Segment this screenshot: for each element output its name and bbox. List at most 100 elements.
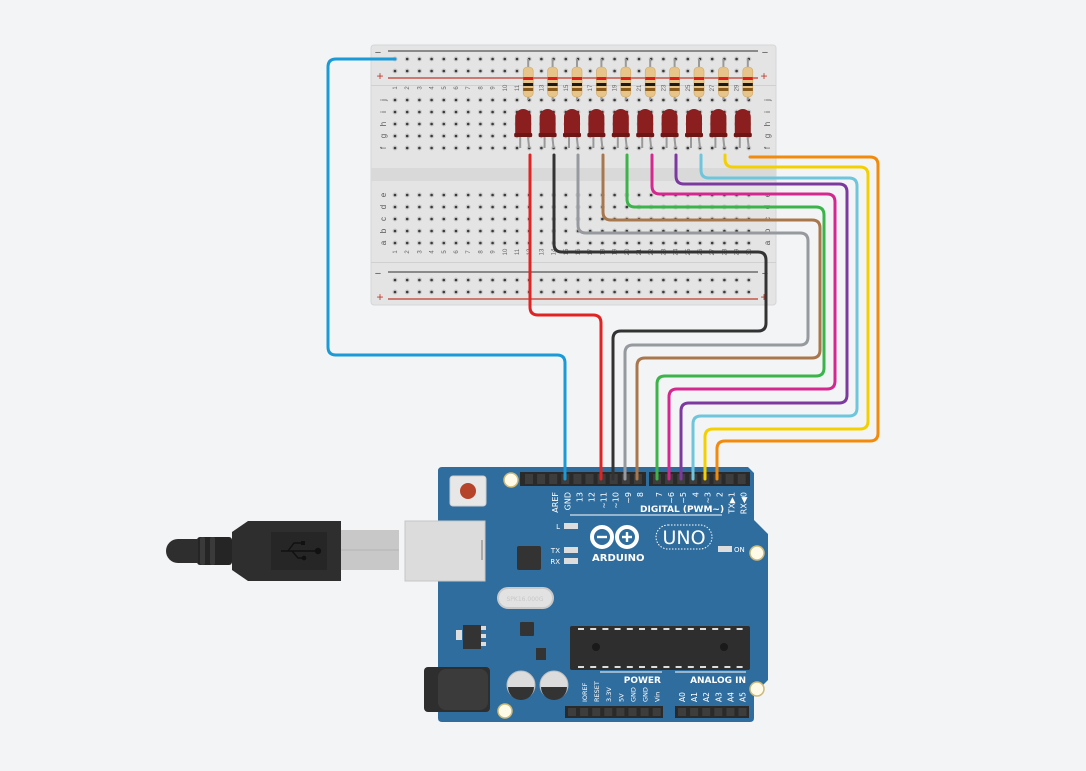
breadboard-hole[interactable] [453, 68, 459, 74]
breadboard-hole[interactable] [404, 192, 410, 198]
breadboard-hole[interactable] [514, 192, 520, 198]
breadboard-hole[interactable] [551, 289, 557, 295]
breadboard-hole[interactable] [563, 228, 569, 234]
breadboard-hole[interactable] [465, 289, 471, 295]
breadboard-hole[interactable] [721, 289, 727, 295]
breadboard-hole[interactable] [502, 109, 508, 115]
breadboard-hole[interactable] [612, 240, 618, 246]
breadboard-hole[interactable] [465, 97, 471, 103]
breadboard-hole[interactable] [660, 277, 666, 283]
breadboard-hole[interactable] [416, 145, 422, 151]
breadboard-hole[interactable] [575, 289, 581, 295]
breadboard-hole[interactable] [490, 109, 496, 115]
breadboard-hole[interactable] [538, 240, 544, 246]
breadboard-hole[interactable] [465, 228, 471, 234]
breadboard-hole[interactable] [416, 216, 422, 222]
breadboard-hole[interactable] [404, 145, 410, 151]
breadboard-hole[interactable] [514, 240, 520, 246]
breadboard-hole[interactable] [392, 68, 398, 74]
breadboard-hole[interactable] [685, 289, 691, 295]
breadboard-hole[interactable] [404, 289, 410, 295]
breadboard-hole[interactable] [441, 97, 447, 103]
breadboard-hole[interactable] [490, 228, 496, 234]
breadboard-hole[interactable] [660, 240, 666, 246]
breadboard-hole[interactable] [490, 289, 496, 295]
breadboard-hole[interactable] [429, 97, 435, 103]
breadboard-hole[interactable] [416, 192, 422, 198]
breadboard-hole[interactable] [636, 145, 642, 151]
breadboard-hole[interactable] [477, 109, 483, 115]
breadboard-hole[interactable] [648, 240, 654, 246]
resistor[interactable] [718, 66, 729, 98]
breadboard-hole[interactable] [441, 56, 447, 62]
breadboard-hole[interactable] [392, 145, 398, 151]
pin6-wire[interactable] [650, 153, 837, 481]
breadboard-hole[interactable] [538, 68, 544, 74]
breadboard-hole[interactable] [502, 68, 508, 74]
breadboard-hole[interactable] [599, 240, 605, 246]
breadboard-hole[interactable] [441, 216, 447, 222]
breadboard-hole[interactable] [453, 192, 459, 198]
breadboard-hole[interactable] [709, 68, 715, 74]
breadboard-hole[interactable] [465, 56, 471, 62]
breadboard-hole[interactable] [734, 277, 740, 283]
breadboard-hole[interactable] [453, 121, 459, 127]
pin10-wire[interactable] [552, 153, 768, 481]
led[interactable] [636, 109, 655, 137]
breadboard-hole[interactable] [624, 240, 630, 246]
breadboard-hole[interactable] [587, 204, 593, 210]
breadboard-hole[interactable] [636, 192, 642, 198]
breadboard-hole[interactable] [538, 228, 544, 234]
breadboard-hole[interactable] [746, 240, 752, 246]
breadboard-hole[interactable] [416, 240, 422, 246]
breadboard-hole[interactable] [734, 68, 740, 74]
pin8-wire[interactable] [601, 153, 822, 481]
breadboard-hole[interactable] [429, 192, 435, 198]
breadboard-hole[interactable] [392, 204, 398, 210]
breadboard-hole[interactable] [551, 277, 557, 283]
breadboard-hole[interactable] [404, 216, 410, 222]
gnd-wire[interactable] [326, 57, 567, 481]
breadboard-hole[interactable] [734, 240, 740, 246]
breadboard-hole[interactable] [697, 289, 703, 295]
breadboard-hole[interactable] [563, 289, 569, 295]
breadboard-hole[interactable] [612, 289, 618, 295]
breadboard-hole[interactable] [416, 121, 422, 127]
resistor[interactable] [596, 66, 607, 98]
breadboard-hole[interactable] [502, 240, 508, 246]
pin9-wire[interactable] [576, 153, 810, 481]
breadboard-hole[interactable] [734, 97, 740, 103]
breadboard-hole[interactable] [514, 145, 520, 151]
breadboard-hole[interactable] [416, 97, 422, 103]
breadboard-hole[interactable] [429, 228, 435, 234]
breadboard-hole[interactable] [429, 216, 435, 222]
breadboard-hole[interactable] [673, 240, 679, 246]
breadboard-hole[interactable] [404, 109, 410, 115]
breadboard-hole[interactable] [685, 68, 691, 74]
breadboard-hole[interactable] [441, 68, 447, 74]
breadboard-hole[interactable] [404, 56, 410, 62]
breadboard-hole[interactable] [502, 204, 508, 210]
breadboard-hole[interactable] [477, 97, 483, 103]
breadboard-hole[interactable] [660, 97, 666, 103]
breadboard-hole[interactable] [453, 97, 459, 103]
breadboard-hole[interactable] [490, 133, 496, 139]
breadboard-hole[interactable] [502, 56, 508, 62]
breadboard-hole[interactable] [563, 56, 569, 62]
breadboard-hole[interactable] [441, 277, 447, 283]
breadboard-hole[interactable] [538, 192, 544, 198]
breadboard-hole[interactable] [624, 277, 630, 283]
breadboard-hole[interactable] [429, 133, 435, 139]
breadboard-hole[interactable] [563, 216, 569, 222]
breadboard-hole[interactable] [502, 121, 508, 127]
breadboard-hole[interactable] [404, 68, 410, 74]
breadboard-hole[interactable] [587, 192, 593, 198]
breadboard-hole[interactable] [599, 289, 605, 295]
led[interactable] [733, 109, 752, 137]
breadboard-hole[interactable] [392, 109, 398, 115]
breadboard-hole[interactable] [502, 228, 508, 234]
breadboard-hole[interactable] [514, 228, 520, 234]
breadboard-hole[interactable] [636, 277, 642, 283]
breadboard-hole[interactable] [490, 68, 496, 74]
breadboard-hole[interactable] [660, 145, 666, 151]
